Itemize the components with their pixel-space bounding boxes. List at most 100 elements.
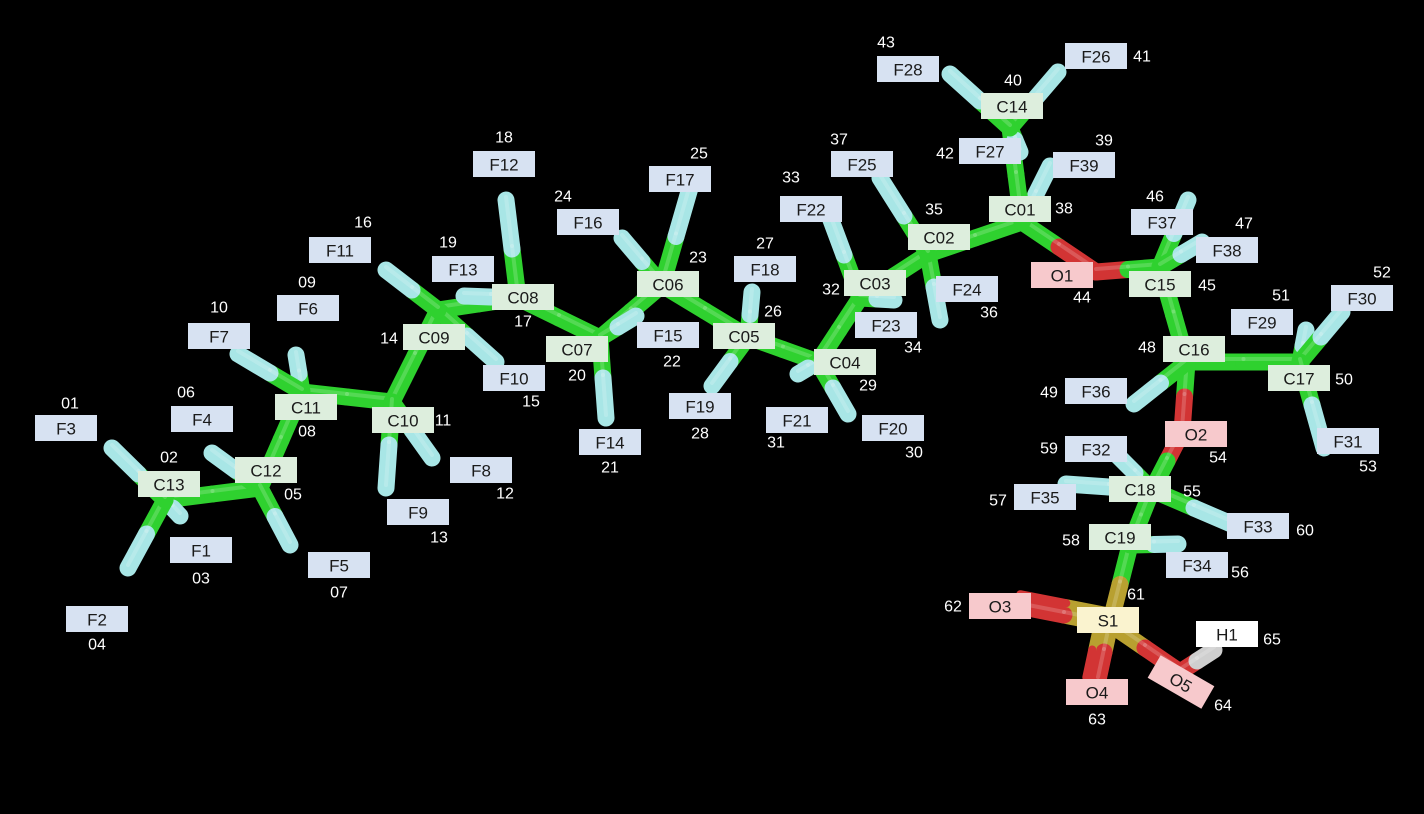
atom-index: 43 bbox=[877, 35, 895, 52]
atom-f27[interactable]: F27 42 bbox=[936, 138, 1021, 164]
atom-index: 42 bbox=[936, 146, 954, 163]
atom-index: 13 bbox=[430, 530, 448, 547]
atom-label: F2 bbox=[87, 611, 107, 630]
atom-f4[interactable]: F4 06 bbox=[171, 385, 233, 433]
atom-f1[interactable]: F1 03 bbox=[170, 537, 232, 588]
atom-label: F8 bbox=[471, 462, 491, 481]
atom-label: C11 bbox=[291, 399, 321, 418]
atom-index: 45 bbox=[1198, 278, 1216, 295]
atom-label-box bbox=[989, 196, 1051, 222]
atom-label: F4 bbox=[192, 411, 212, 430]
atom-label: F13 bbox=[448, 261, 477, 280]
atom-label: F14 bbox=[595, 434, 624, 453]
atom-index: 50 bbox=[1335, 372, 1353, 389]
atom-index: 25 bbox=[690, 146, 708, 163]
atom-index: 06 bbox=[177, 385, 195, 402]
atom-label-box bbox=[981, 93, 1043, 119]
atom-label-box bbox=[862, 415, 924, 441]
atom-index: 52 bbox=[1373, 265, 1391, 282]
atom-label: F1 bbox=[191, 542, 211, 561]
atom-label-box bbox=[959, 138, 1021, 164]
atom-index: 60 bbox=[1296, 523, 1314, 540]
atom-label-box bbox=[35, 415, 97, 441]
atom-label: F27 bbox=[975, 143, 1004, 162]
atom-index: 65 bbox=[1263, 632, 1281, 649]
atom-index: 11 bbox=[435, 413, 452, 430]
atom-label-box bbox=[969, 593, 1031, 619]
atom-index: 38 bbox=[1055, 201, 1073, 218]
atom-label-box bbox=[492, 284, 554, 310]
atom-label-box bbox=[546, 336, 608, 362]
atom-index: 03 bbox=[192, 571, 210, 588]
atom-label: F17 bbox=[665, 171, 694, 190]
atom-index: 09 bbox=[298, 275, 316, 292]
atom-label-box bbox=[637, 322, 699, 348]
atom-label-box bbox=[579, 429, 641, 455]
atom-index: 64 bbox=[1214, 698, 1232, 715]
